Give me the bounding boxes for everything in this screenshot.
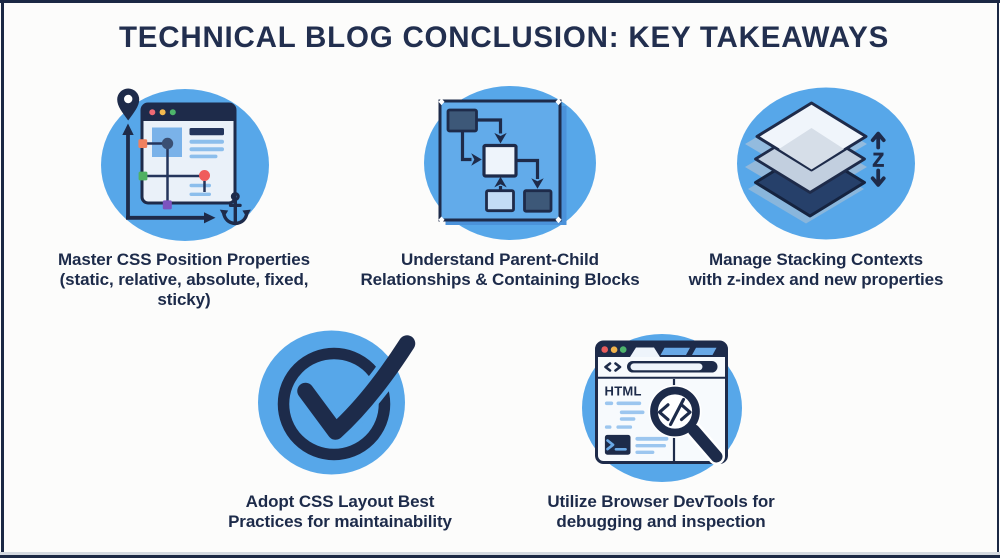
svg-text:Z: Z <box>872 151 884 172</box>
svg-text:HTML: HTML <box>605 384 642 399</box>
